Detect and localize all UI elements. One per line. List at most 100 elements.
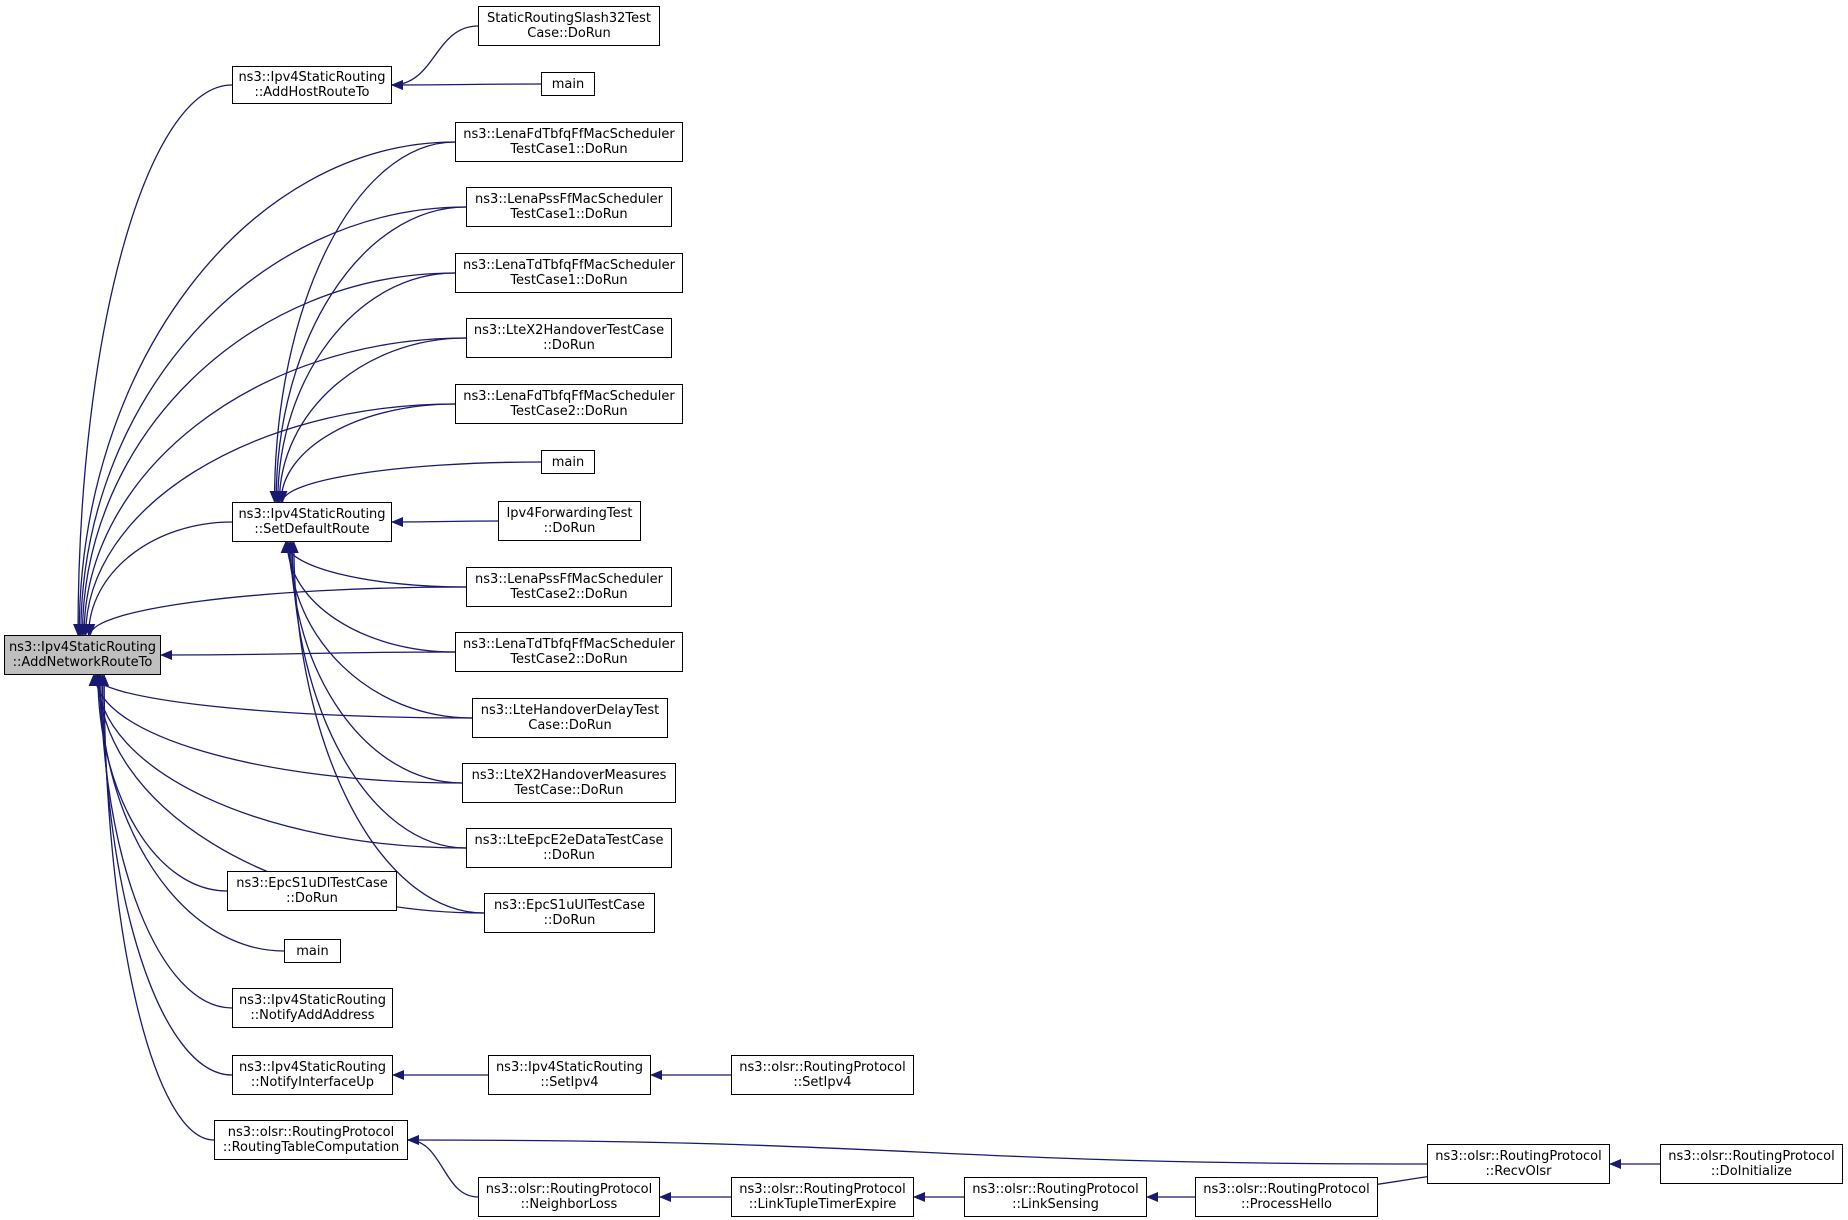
node-label-line1: ns3::LenaTdTbfqFfMacScheduler: [463, 258, 675, 273]
node-label-line1: ns3::Ipv4StaticRouting: [8, 640, 157, 655]
node-label-line1: ns3::EpcS1uDlTestCase: [236, 876, 388, 891]
node-lte-epc-e2e-data-test-case[interactable]: ns3::LteEpcE2eDataTestCase ::DoRun: [466, 828, 672, 868]
node-label-line1: ns3::Ipv4StaticRouting: [238, 70, 386, 85]
call-edge-slash32-to-add-host-route: [391, 25, 479, 90]
call-edge-lte-epc-e2e-to-root: [91, 674, 467, 849]
call-edge-notify-interface-up-to-root: [97, 674, 233, 1076]
node-label-line2: ::LinkSensing: [1012, 1197, 1099, 1212]
node-lena-fd-tbfq-testcase1[interactable]: ns3::LenaFdTbfqFfMacScheduler TestCase1:…: [455, 122, 683, 162]
node-label-line2: TestCase::DoRun: [514, 783, 624, 798]
node-lena-td-tbfq-testcase1[interactable]: ns3::LenaTdTbfqFfMacScheduler TestCase1:…: [455, 253, 683, 293]
node-label-line1: Ipv4ForwardingTest: [506, 506, 633, 521]
node-olsr-set-ipv4[interactable]: ns3::olsr::RoutingProtocol ::SetIpv4: [731, 1055, 914, 1095]
node-do-initialize[interactable]: ns3::olsr::RoutingProtocol ::DoInitializ…: [1660, 1144, 1843, 1184]
call-edge-add-host-route-to-root: [73, 84, 233, 636]
node-lte-x2-handover-test-case[interactable]: ns3::LteX2HandoverTestCase ::DoRun: [466, 318, 672, 358]
node-epc-s1u-ul-test-case[interactable]: ns3::EpcS1uUlTestCase ::DoRun: [484, 893, 655, 933]
node-lena-pss-testcase2[interactable]: ns3::LenaPssFfMacScheduler TestCase2::Do…: [466, 567, 672, 607]
node-label-line1: ns3::Ipv4StaticRouting: [238, 1060, 387, 1075]
call-edge-neighbor-loss-to-routing-table-comp: [407, 1135, 479, 1198]
call-edge-lena-td-tc2-to-root: [160, 649, 456, 660]
node-lena-td-tbfq-testcase2[interactable]: ns3::LenaTdTbfqFfMacScheduler TestCase2:…: [455, 632, 683, 672]
call-edge-lena-fd-tc2-to-set-default-route: [276, 403, 456, 503]
node-label-line2: TestCase1::DoRun: [510, 273, 628, 288]
call-edge-ltex2-handover-to-set-default-route: [274, 337, 467, 503]
node-label-line1: main: [551, 76, 585, 92]
node-label-line2: ::DoRun: [286, 891, 338, 906]
node-label-line1: ns3::LteX2HandoverTestCase: [473, 323, 665, 338]
node-label-line2: ::AddHostRouteTo: [254, 85, 370, 100]
node-label-line1: ns3::olsr::RoutingProtocol: [972, 1182, 1139, 1197]
call-edge-epc-s1u-dl-to-root: [92, 674, 228, 892]
call-edge-lena-fd-tc2-to-root: [80, 403, 456, 636]
node-label-line2: ::DoRun: [543, 848, 595, 863]
node-main[interactable]: main: [541, 450, 595, 474]
call-edge-lena-pss-tc1-to-root: [75, 206, 467, 636]
node-label-line1: ns3::EpcS1uUlTestCase: [494, 898, 645, 913]
node-set-default-route[interactable]: ns3::Ipv4StaticRouting ::SetDefaultRoute: [232, 502, 392, 542]
node-label-line2: ::DoRun: [543, 913, 596, 928]
node-recv-olsr[interactable]: ns3::olsr::RoutingProtocol ::RecvOlsr: [1427, 1144, 1610, 1184]
node-label-line1: ns3::olsr::RoutingProtocol: [227, 1125, 395, 1140]
node-lte-handover-delay-test-case[interactable]: ns3::LteHandoverDelayTest Case::DoRun: [472, 698, 668, 738]
call-edge-lte-handover-delay-to-set-default-route: [283, 541, 473, 719]
node-label-line1: ns3::LenaFdTbfqFfMacScheduler: [463, 389, 675, 404]
node-label-line1: ns3::olsr::RoutingProtocol: [1668, 1149, 1835, 1164]
node-label-line2: ::AddNetworkRouteTo: [12, 655, 153, 670]
node-label-line1: ns3::olsr::RoutingProtocol: [485, 1182, 653, 1197]
node-lena-pss-testcase1[interactable]: ns3::LenaPssFfMacScheduler TestCase1::Do…: [466, 187, 672, 227]
node-label-line2: ::DoInitialize: [1710, 1164, 1793, 1179]
node-add-host-route-to[interactable]: ns3::Ipv4StaticRouting ::AddHostRouteTo: [232, 66, 392, 104]
node-root-add-network-route-to: ns3::Ipv4StaticRouting ::AddNetworkRoute…: [4, 635, 161, 675]
node-label-line2: TestCase1::DoRun: [510, 207, 628, 222]
node-label-line2: TestCase2::DoRun: [510, 652, 628, 667]
node-label-line2: TestCase2::DoRun: [510, 404, 628, 419]
node-label-line1: main: [551, 454, 585, 470]
node-neighbor-loss[interactable]: ns3::olsr::RoutingProtocol ::NeighborLos…: [478, 1177, 660, 1217]
node-label-line2: ::RecvOlsr: [1485, 1164, 1552, 1179]
node-link-tuple-timer-expire[interactable]: ns3::olsr::RoutingProtocol ::LinkTupleTi…: [731, 1177, 914, 1217]
call-edge-lena-pss-tc1-to-set-default-route: [271, 206, 467, 503]
node-notify-interface-up[interactable]: ns3::Ipv4StaticRouting ::NotifyInterface…: [232, 1055, 393, 1095]
call-edge-lena-td-tc2-to-set-default-route: [282, 541, 456, 653]
node-label-line1: ns3::LteX2HandoverMeasures: [471, 768, 667, 783]
node-label-line2: TestCase1::DoRun: [510, 142, 628, 157]
node-label-line1: ns3::Ipv4StaticRouting: [238, 993, 387, 1008]
node-ipv4-forwarding-test[interactable]: Ipv4ForwardingTest ::DoRun: [498, 501, 641, 541]
node-main[interactable]: main: [541, 72, 595, 96]
call-edge-routing-table-comp-to-root: [99, 674, 215, 1141]
node-label-line1: ns3::LenaPssFfMacScheduler: [475, 572, 663, 587]
node-label-line1: ns3::LenaFdTbfqFfMacScheduler: [463, 127, 675, 142]
node-notify-add-address[interactable]: ns3::Ipv4StaticRouting ::NotifyAddAddres…: [232, 988, 393, 1028]
call-edge-lena-fd-tc1-to-root: [74, 141, 456, 636]
node-label-line2: ::NotifyAddAddress: [250, 1008, 375, 1023]
call-edge-lena-pss-tc2-to-root: [85, 586, 467, 636]
node-label-line1: main: [296, 943, 329, 959]
node-static-routing-set-ipv4[interactable]: ns3::Ipv4StaticRouting ::SetIpv4: [488, 1055, 651, 1095]
node-label-line2: ::DoRun: [543, 521, 596, 536]
node-lena-fd-tbfq-testcase2[interactable]: ns3::LenaFdTbfqFfMacScheduler TestCase2:…: [455, 384, 683, 424]
node-lte-x2-handover-measures-test-case[interactable]: ns3::LteX2HandoverMeasures TestCase::DoR…: [462, 763, 676, 803]
node-label-line1: ns3::LteEpcE2eDataTestCase: [474, 833, 664, 848]
call-edge-main-b-to-set-default-route: [277, 461, 542, 503]
node-label-line1: ns3::olsr::RoutingProtocol: [1435, 1149, 1602, 1164]
node-epc-s1u-dl-test-case[interactable]: ns3::EpcS1uDlTestCase ::DoRun: [227, 871, 397, 911]
node-label-line2: ::DoRun: [543, 338, 595, 353]
node-process-hello[interactable]: ns3::olsr::RoutingProtocol ::ProcessHell…: [1195, 1177, 1378, 1217]
node-routing-table-computation[interactable]: ns3::olsr::RoutingProtocol ::RoutingTabl…: [214, 1120, 408, 1160]
node-label-line2: Case::DoRun: [527, 26, 611, 41]
node-main[interactable]: main: [284, 939, 341, 963]
call-edge-notify-add-address-to-root: [95, 674, 233, 1009]
node-link-sensing[interactable]: ns3::olsr::RoutingProtocol ::LinkSensing: [964, 1177, 1147, 1217]
call-edge-lena-fd-tc1-to-set-default-route: [269, 141, 456, 503]
call-edge-main-a-to-add-host-route: [391, 79, 542, 90]
node-label-line1: ns3::olsr::RoutingProtocol: [739, 1182, 906, 1197]
node-static-routing-slash32-test-case[interactable]: StaticRoutingSlash32Test Case::DoRun: [478, 6, 660, 46]
node-label-line1: StaticRoutingSlash32Test: [487, 11, 651, 26]
call-edge-ipv4-forwarding-to-set-default-route: [391, 516, 499, 527]
node-label-line2: ::ProcessHello: [1240, 1197, 1333, 1212]
node-label-line2: TestCase2::DoRun: [510, 587, 628, 602]
call-edge-lte-handover-delay-to-root: [88, 674, 473, 719]
call-edge-epc-s1u-ul-to-root: [93, 674, 485, 914]
